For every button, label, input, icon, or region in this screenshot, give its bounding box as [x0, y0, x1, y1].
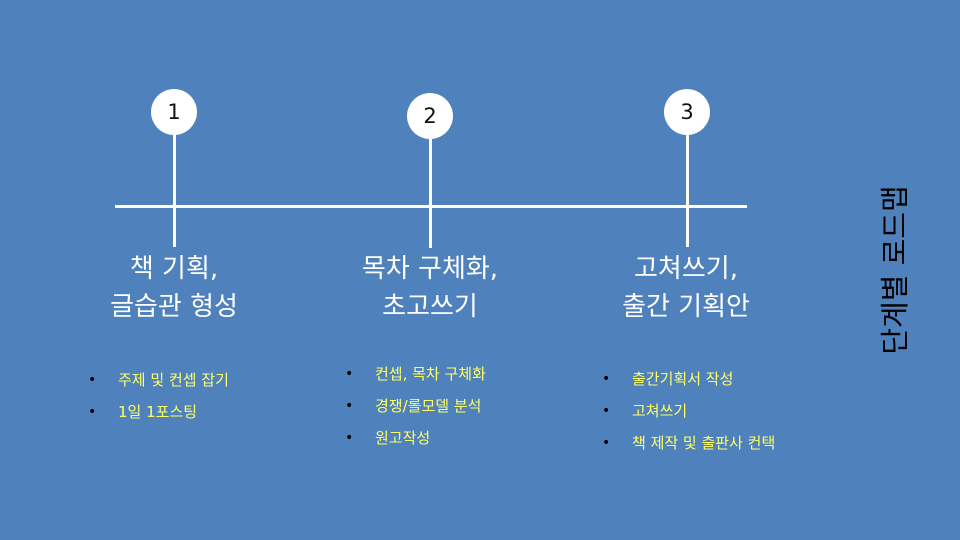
step-2-bullet-list: •컨셉, 목차 구체화 •경쟁/롤모델 분석 •원고작성: [345, 358, 486, 454]
step-3-title: 고쳐쓰기, 출간 기획안: [566, 250, 806, 326]
list-item: •원고작성: [345, 422, 486, 454]
step-1-bullet-list: •주제 및 컨셉 잡기 •1일 1포스팅: [88, 364, 229, 428]
step-1-title-line-1: 책 기획,: [129, 254, 219, 284]
step-1-connector: [173, 132, 176, 247]
list-item: •주제 및 컨셉 잡기: [88, 364, 229, 396]
side-title: 단계별 로드맵: [878, 185, 912, 355]
bullet-icon: •: [345, 398, 354, 414]
bullet-icon: •: [602, 371, 611, 387]
bullet-icon: •: [345, 366, 354, 382]
list-item: •고쳐쓰기: [602, 395, 775, 427]
step-3-title-line-1: 고쳐쓰기,: [634, 254, 738, 284]
step-3-title-line-2: 출간 기획안: [622, 292, 750, 322]
step-2-title-line-2: 초고쓰기: [382, 292, 478, 322]
list-item: •책 제작 및 출판사 컨택: [602, 427, 775, 459]
step-2-connector: [429, 138, 432, 248]
step-2-title-line-1: 목차 구체화,: [361, 254, 499, 284]
step-2-title: 목차 구체화, 초고쓰기: [310, 250, 550, 326]
step-3-bullet-list: •출간기획서 작성 •고쳐쓰기 •책 제작 및 출판사 컨택: [602, 363, 775, 459]
bullet-icon: •: [88, 372, 97, 388]
step-2-number: 2: [423, 104, 437, 128]
step-3-number: 3: [680, 100, 694, 124]
step-1-number: 1: [167, 100, 181, 124]
step-3-marker: 3: [664, 89, 710, 135]
list-item: •출간기획서 작성: [602, 363, 775, 395]
step-1-marker: 1: [151, 89, 197, 135]
list-item: •1일 1포스팅: [88, 396, 229, 428]
step-2-marker: 2: [407, 93, 453, 139]
step-1-title-line-2: 글습관 형성: [110, 292, 238, 322]
list-item: •컨셉, 목차 구체화: [345, 358, 486, 390]
bullet-icon: •: [88, 404, 97, 420]
step-3-connector: [686, 132, 689, 247]
bullet-icon: •: [602, 435, 611, 451]
bullet-icon: •: [345, 430, 354, 446]
step-1-title: 책 기획, 글습관 형성: [54, 250, 294, 326]
list-item: •경쟁/롤모델 분석: [345, 390, 486, 422]
bullet-icon: •: [602, 403, 611, 419]
